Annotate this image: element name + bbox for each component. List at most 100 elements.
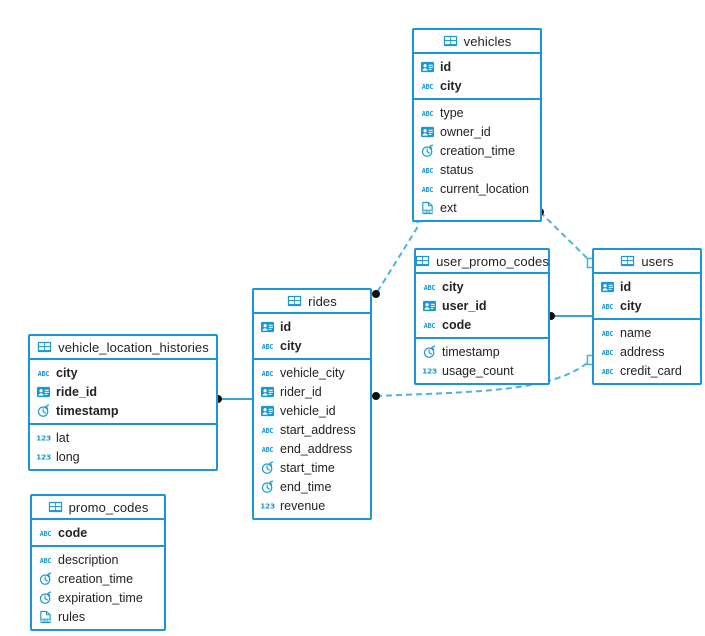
primary-key-row[interactable]: id — [594, 277, 700, 296]
number-icon: 123 — [36, 433, 51, 442]
field-label: end_address — [280, 441, 353, 456]
field-row[interactable]: ABC name — [594, 323, 700, 342]
field-row[interactable]: rider_id — [254, 382, 370, 401]
field-label: vehicle_id — [280, 403, 336, 418]
json-icon: JSON — [39, 610, 51, 623]
relationship-vehicle-location-histories-to-rides — [214, 395, 252, 403]
uuid-icon — [36, 386, 51, 397]
abc-icon: ABC — [262, 342, 274, 350]
field-label: id — [440, 59, 452, 74]
abc-icon: ABC — [424, 321, 436, 329]
field-label: code — [58, 525, 88, 540]
table-header-user_promo_codes[interactable]: user_promo_codes — [415, 250, 549, 274]
clock-icon — [261, 460, 274, 474]
svg-text:ABC: ABC — [422, 109, 434, 117]
primary-key-row[interactable]: id — [254, 317, 370, 336]
table-header-rides[interactable]: rides — [254, 290, 370, 314]
field-label: credit_card — [620, 363, 682, 378]
primary-key-row[interactable]: user_id — [416, 296, 548, 315]
field-label: timestamp — [442, 344, 500, 359]
field-label: city — [440, 78, 462, 93]
field-row[interactable]: start_time — [254, 458, 370, 477]
svg-text:JSON: JSON — [421, 209, 432, 213]
table-header-users[interactable]: users — [594, 250, 700, 274]
svg-text:ABC: ABC — [424, 283, 436, 291]
abc-icon: ABC — [602, 348, 614, 356]
svg-text:ABC: ABC — [262, 445, 274, 453]
table-header-vehicle_location_histories[interactable]: vehicle_location_histories — [30, 336, 216, 360]
svg-text:ABC: ABC — [40, 556, 52, 564]
primary-key-row[interactable]: ABC city — [414, 76, 540, 95]
abc-icon: ABC — [424, 283, 436, 291]
cardinality-dot-from — [372, 392, 380, 400]
abc-icon: ABC — [40, 556, 52, 564]
abc-icon: ABC — [262, 445, 274, 453]
uuid-icon — [420, 126, 435, 137]
field-row[interactable]: vehicle_id — [254, 401, 370, 420]
table-header-promo_codes[interactable]: promo_codes — [32, 496, 164, 520]
field-row[interactable]: expiration_time — [32, 588, 164, 607]
field-label: name — [620, 325, 652, 340]
field-label: type — [440, 105, 464, 120]
field-label: expiration_time — [58, 590, 143, 605]
abc-icon: ABC — [422, 82, 434, 90]
field-row[interactable]: timestamp — [416, 342, 548, 361]
uuid-icon — [260, 321, 275, 332]
field-label: long — [56, 449, 80, 464]
field-row[interactable]: creation_time — [414, 141, 540, 160]
field-row[interactable]: creation_time — [32, 569, 164, 588]
table-header-vehicles[interactable]: vehicles — [414, 30, 540, 54]
field-row[interactable]: owner_id — [414, 122, 540, 141]
svg-text:ABC: ABC — [602, 329, 614, 337]
svg-text:ABC: ABC — [38, 369, 50, 377]
field-row[interactable]: ABC type — [414, 103, 540, 122]
field-row[interactable]: end_time — [254, 477, 370, 496]
json-icon: JSON — [421, 201, 433, 214]
primary-key-row[interactable]: id — [414, 57, 540, 76]
primary-key-row[interactable]: timestamp — [30, 401, 216, 420]
relationship-user-promo-codes-to-users — [547, 312, 592, 320]
field-label: creation_time — [58, 571, 134, 586]
field-row[interactable]: ABC end_address — [254, 439, 370, 458]
uuid-icon — [260, 386, 275, 397]
field-label: rider_id — [280, 384, 322, 399]
abc-icon: ABC — [422, 185, 434, 193]
field-label: city — [620, 298, 642, 313]
svg-text:ABC: ABC — [602, 348, 614, 356]
clock-icon — [261, 479, 274, 493]
svg-text:ABC: ABC — [424, 321, 436, 329]
primary-key-row[interactable]: ride_id — [30, 382, 216, 401]
field-row[interactable]: JSON ext — [414, 198, 540, 217]
field-label: ext — [440, 200, 457, 215]
field-label: creation_time — [440, 143, 516, 158]
